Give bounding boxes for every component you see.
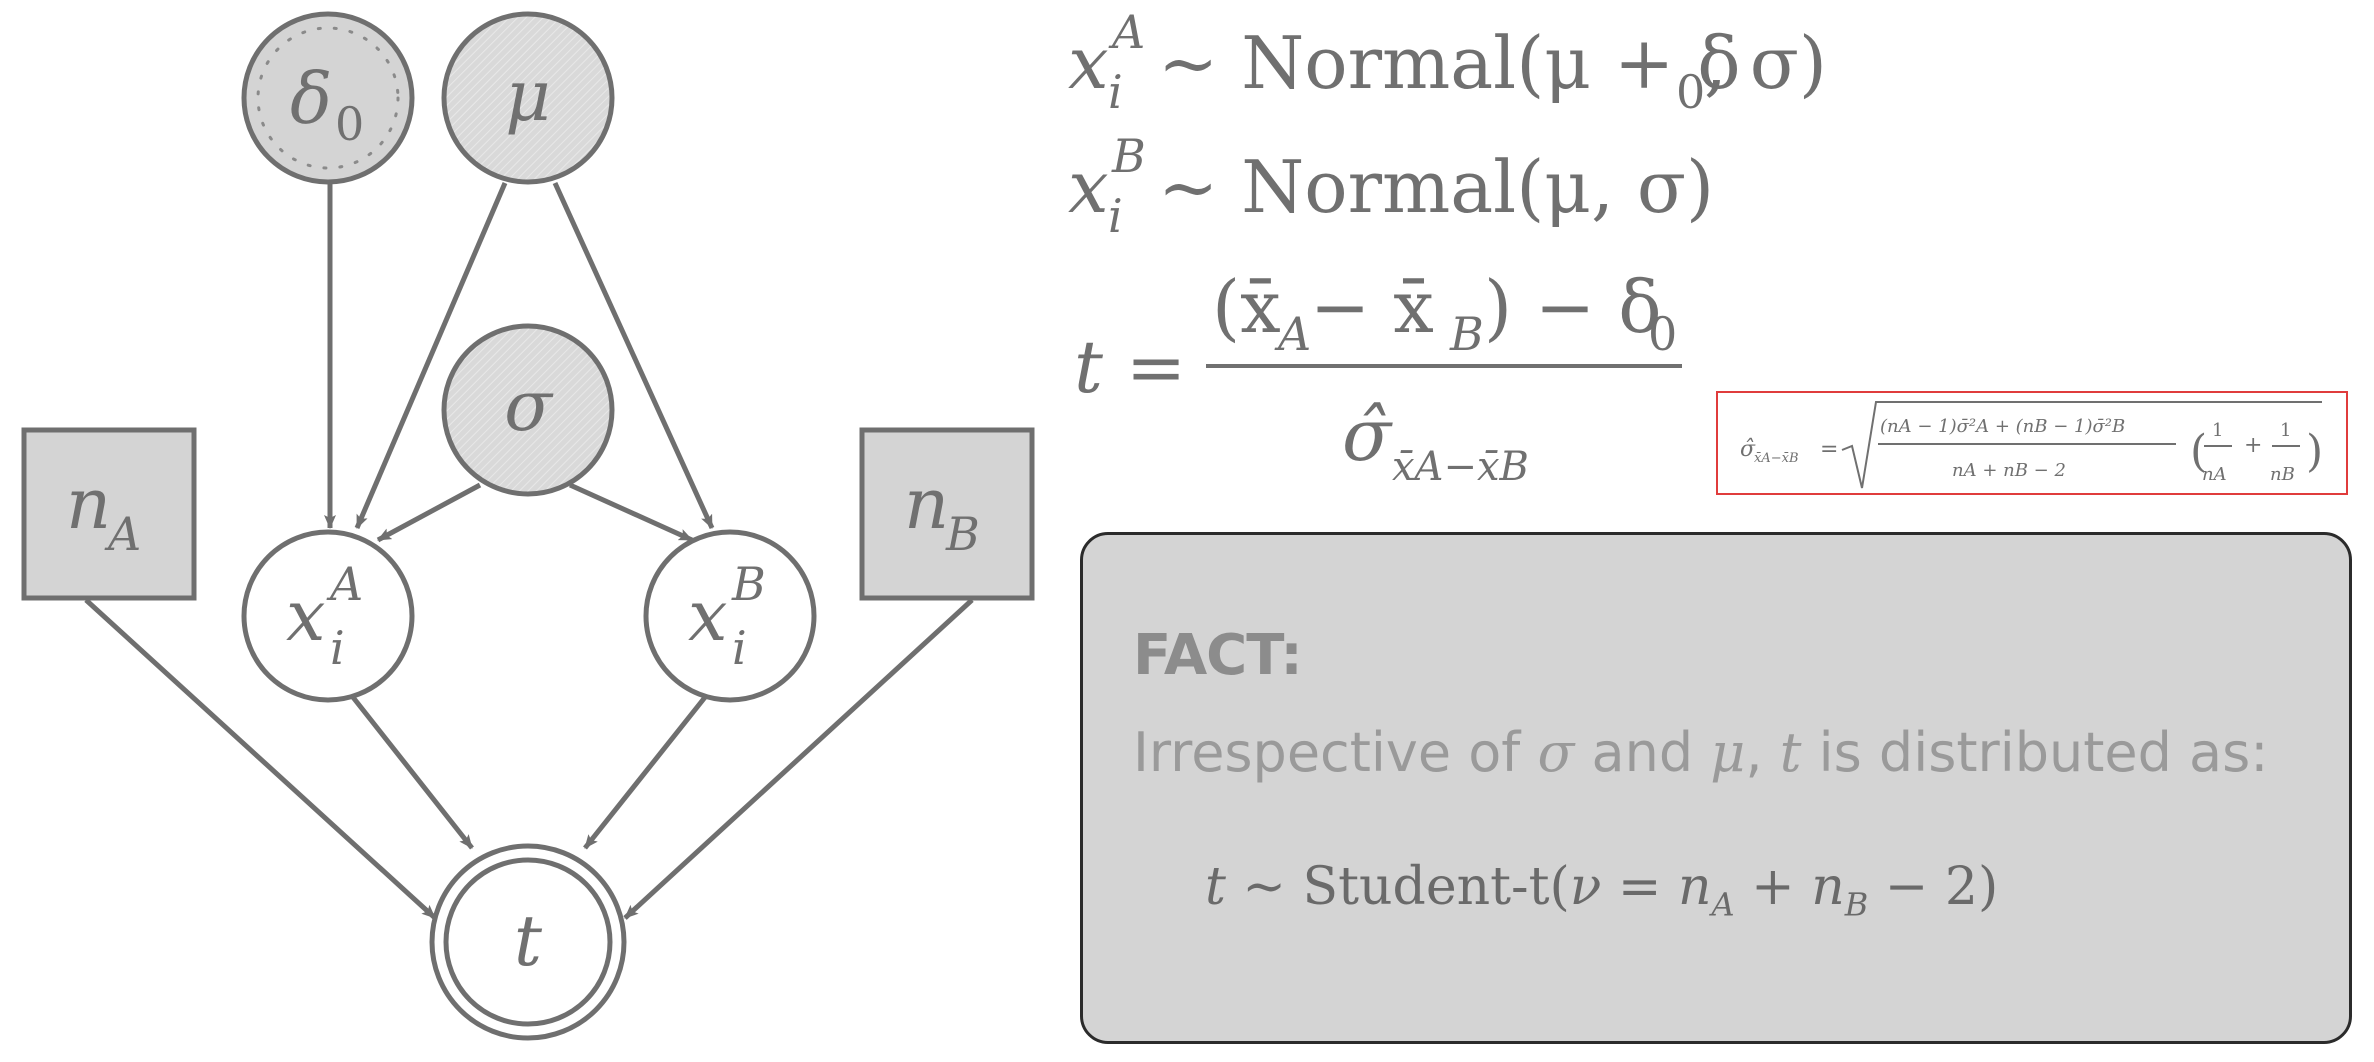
svg-text:i: i [732,621,747,675]
node-sigma: σ [441,323,615,497]
edge-nB-t [623,598,974,920]
svg-text:B: B [1449,307,1484,361]
svg-text:− x̄: − x̄ [1310,265,1434,349]
svg-text:n: n [66,463,111,545]
svg-text:nA + nB − 2: nA + nB − 2 [1952,460,2066,481]
equation-t: t = (x̄ A − x̄ B ) − δ 0 σ̂ x̄A−x̄B [1074,265,1682,490]
edge-xA-t [350,694,474,850]
svg-text:0: 0 [1648,307,1677,361]
node-xB: x B i [643,529,817,703]
student-t-formula: t ~ Student-t(ν = nA + nB − 2) [1205,857,1999,924]
edge-mu-xB [552,181,715,530]
fact-title: FACT: [1133,623,1303,688]
svg-text:): ) [2306,426,2323,477]
fact-text: Irrespective of σ and μ, t is distribute… [1133,721,2269,784]
svg-text:i: i [1108,189,1123,243]
node-mu: μ [441,11,615,185]
svg-text:t =: t = [1074,325,1186,409]
svg-text:B: B [945,507,980,561]
equation-xB: x B i ~ Normal(μ, σ) [1068,129,1714,243]
svg-text:x: x [688,575,727,657]
svg-text:1: 1 [2280,420,2291,441]
svg-text:i: i [1108,65,1123,119]
node-xA: x A i [241,529,415,703]
svg-text:+: + [2244,433,2262,458]
svg-text:x̄A−x̄B: x̄A−x̄B [1392,444,1529,490]
node-t: t [429,843,627,1041]
svg-text:μ: μ [505,55,551,137]
svg-text:) − δ: ) − δ [1484,265,1662,349]
svg-text:i: i [330,621,345,675]
svg-text:A: A [326,557,363,611]
svg-text:=: = [1820,437,1838,462]
svg-text:σ̂: σ̂ [1342,393,1393,477]
svg-text:t: t [514,900,543,982]
edge-mu-xA [354,182,508,529]
svg-text:x̄A−x̄B: x̄A−x̄B [1754,451,1799,466]
svg-text:x: x [1068,21,1109,105]
svg-text:0: 0 [1676,65,1705,119]
svg-text:(: ( [2190,426,2207,477]
svg-text:σ: σ [504,365,554,447]
svg-text:nA: nA [2202,464,2227,485]
svg-text:x: x [1068,145,1109,229]
node-nA: n A [21,427,197,601]
svg-text:nB: nB [2270,464,2295,485]
svg-text:~ Normal(μ, σ): ~ Normal(μ, σ) [1158,145,1714,229]
fact-box: FACT: Irrespective of σ and μ, t is dist… [1080,532,2352,1044]
svg-text:x: x [286,575,325,657]
svg-text:(nA − 1)σ̄²A + (nB − 1)σ̄²B: (nA − 1)σ̄²A + (nB − 1)σ̄²B [1880,416,2125,437]
node-nB: n B [859,427,1035,601]
svg-text:A: A [104,507,141,561]
svg-text:~ Normal(μ + δ: ~ Normal(μ + δ [1158,21,1741,105]
svg-text:(x̄: (x̄ [1212,265,1281,349]
svg-text:B: B [731,557,766,611]
edge-nA-t [84,598,437,920]
svg-text:σ̂: σ̂ [1740,437,1756,462]
edge-xB-t [583,694,708,850]
svg-text:A: A [1108,5,1145,59]
edge-sigma-xA [376,482,482,543]
edge-sigma-xB [568,482,694,543]
svg-text:δ: δ [290,58,332,140]
svg-text:A: A [1274,307,1311,361]
svg-text:B: B [1111,129,1146,183]
svg-text:1: 1 [2212,420,2223,441]
svg-text:, σ): , σ) [1704,21,1827,105]
svg-text:n: n [904,463,949,545]
sample-std-formula: σ̂ x̄A−x̄B = (nA − 1)σ̄²A + (nB − 1)σ̄²B… [1716,391,2348,495]
edges [84,181,974,920]
svg-text:0: 0 [335,97,364,151]
equation-xA: x A i ~ Normal(μ + δ 0 , σ) [1068,5,1827,119]
node-delta0: δ 0 [241,11,415,185]
